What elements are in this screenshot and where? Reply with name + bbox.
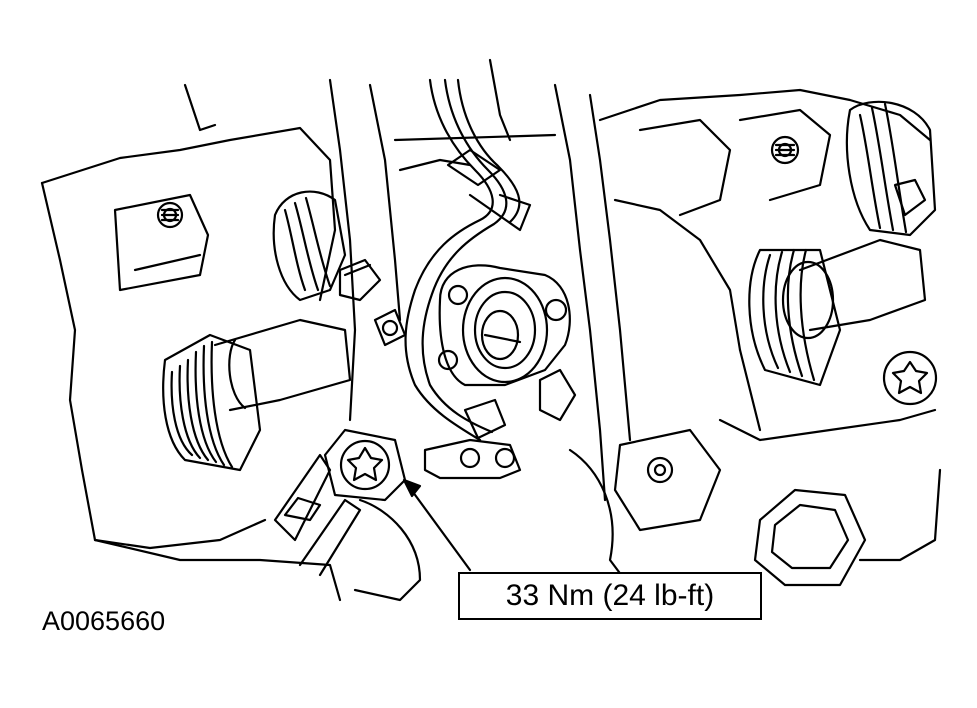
lower-housing-edge xyxy=(568,448,942,612)
torque-spec-callout: 33 Nm (24 lb-ft) xyxy=(458,572,762,620)
torx-mounting-bolt xyxy=(323,428,407,502)
right-housing xyxy=(598,88,937,442)
upper-left-bellows xyxy=(272,190,347,302)
lower-bracket-arm xyxy=(273,453,422,602)
callout-arrow xyxy=(402,478,472,572)
lower-sensor-bracket xyxy=(423,438,522,480)
right-shaft xyxy=(781,238,927,340)
left-housing xyxy=(40,83,342,602)
upper-right-bellows xyxy=(845,100,937,237)
lower-center-stud xyxy=(613,428,722,532)
left-shaft xyxy=(213,318,352,412)
stabilizer-link-left xyxy=(338,258,407,347)
left-bellows-boot xyxy=(162,333,262,472)
right-threaded-stud xyxy=(770,135,800,165)
hex-nut xyxy=(753,488,867,587)
right-clip xyxy=(343,178,927,422)
left-threaded-stud xyxy=(156,201,184,229)
sensor-wiring-harness xyxy=(404,58,532,442)
wheel-speed-sensor-hub xyxy=(437,264,571,387)
right-torx-bolt xyxy=(882,350,938,406)
right-bellows-boot xyxy=(748,248,842,387)
figure-number: A0065660 xyxy=(42,606,166,636)
